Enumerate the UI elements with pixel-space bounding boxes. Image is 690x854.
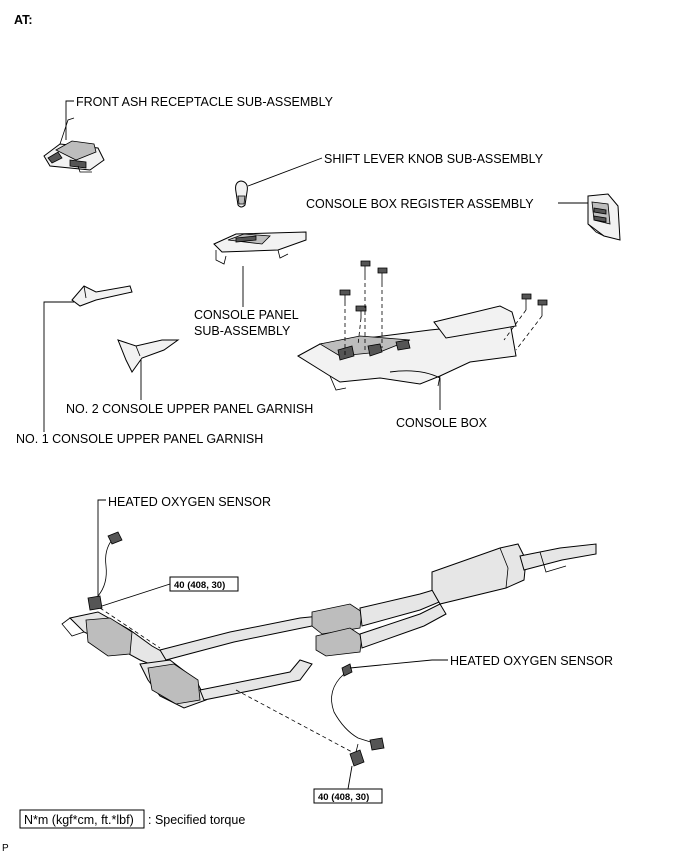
console-box-label: CONSOLE BOX bbox=[396, 416, 488, 430]
no1-garnish-illustration bbox=[71, 285, 133, 307]
front-ash-label: FRONT ASH RECEPTACLE SUB-ASSEMBLY bbox=[76, 95, 334, 109]
console-register-illustration bbox=[587, 193, 621, 241]
torque-lower-leader bbox=[347, 765, 353, 790]
no2-garnish-label: NO. 2 CONSOLE UPPER PANEL GARNISH bbox=[66, 402, 313, 416]
torque-upper-guide bbox=[99, 607, 161, 649]
no2-garnish-illustration bbox=[117, 339, 180, 373]
no1-garnish-label: NO. 1 CONSOLE UPPER PANEL GARNISH bbox=[16, 432, 263, 446]
torque-upper-value: 40 (408, 30) bbox=[174, 580, 225, 591]
o2-sensor-2-leader bbox=[349, 659, 448, 669]
torque-lower-value: 40 (408, 30) bbox=[318, 792, 369, 803]
legend-unit-box bbox=[19, 809, 145, 829]
console-screws-illustration bbox=[339, 260, 548, 318]
o2-sensor-2-label: HEATED OXYGEN SENSOR bbox=[450, 654, 613, 668]
console-register-label: CONSOLE BOX REGISTER ASSEMBLY bbox=[306, 197, 534, 211]
o2-sensor-1-illustration bbox=[87, 531, 123, 611]
legend-unit-text: N*m (kgf*cm, ft.*lbf) bbox=[24, 813, 134, 827]
console-panel-label-line1: CONSOLE PANEL bbox=[194, 308, 299, 322]
o2-sensor-2-guide bbox=[235, 689, 353, 753]
o2-sensor-1-label: HEATED OXYGEN SENSOR bbox=[108, 495, 271, 509]
shift-knob-illustration bbox=[235, 180, 248, 208]
shift-knob-leader bbox=[247, 157, 323, 187]
o2-sensor-1-leader bbox=[97, 499, 106, 596]
front-ash-leader bbox=[65, 100, 74, 140]
front-ash-receptacle-illustration bbox=[43, 117, 105, 173]
console-box-illustration bbox=[297, 305, 517, 391]
console-panel-label-line2: SUB-ASSEMBLY bbox=[194, 324, 291, 338]
torque-upper-leader bbox=[101, 583, 171, 607]
screw-guide-lines bbox=[344, 276, 543, 355]
console-panel-illustration bbox=[213, 231, 307, 265]
legend-description: : Specified torque bbox=[148, 813, 245, 827]
no1-garnish-leader bbox=[43, 301, 74, 432]
exhaust-system-illustration bbox=[61, 543, 597, 709]
o2-sensor-2-illustration bbox=[331, 663, 385, 767]
console-box-leader bbox=[389, 370, 441, 410]
transmission-tag: AT: bbox=[14, 13, 33, 27]
corner-mark: P bbox=[2, 843, 9, 854]
shift-knob-label: SHIFT LEVER KNOB SUB-ASSEMBLY bbox=[324, 152, 544, 166]
